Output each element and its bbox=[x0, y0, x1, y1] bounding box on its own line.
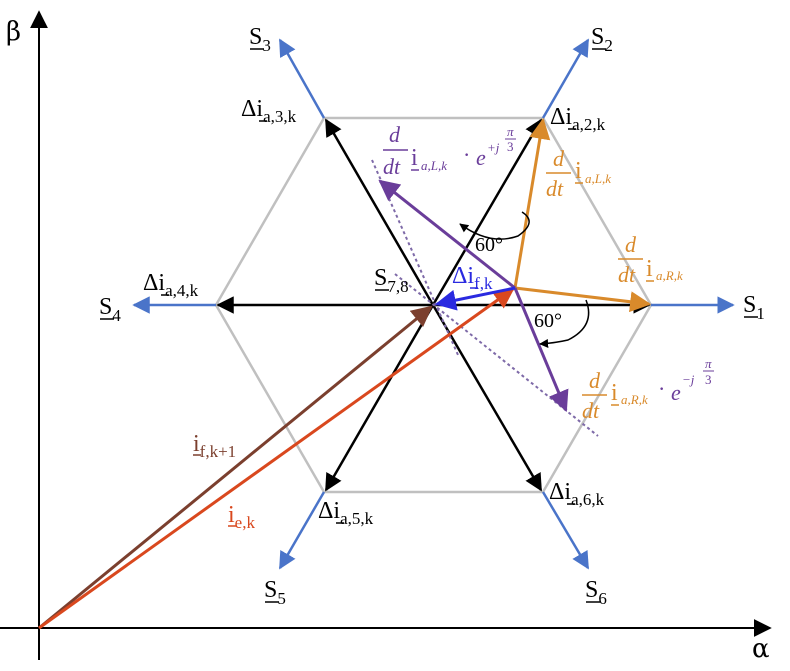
delta-vector-2 bbox=[431, 118, 543, 306]
switch-vector-s2 bbox=[541, 38, 590, 119]
switch-vector-s6 bbox=[541, 491, 590, 570]
label-s4: S4 bbox=[99, 294, 121, 325]
svg-text:d: d bbox=[625, 232, 637, 257]
label-delta-6: Δia,6,k bbox=[549, 479, 605, 509]
svg-text:Δia,6,k: Δia,6,k bbox=[549, 479, 605, 509]
label-i-f-next: if,k+1 bbox=[193, 431, 236, 461]
svg-text:dt: dt bbox=[618, 262, 636, 287]
label-delta-f: Δif,k bbox=[452, 263, 493, 293]
svg-text:d: d bbox=[389, 122, 401, 147]
svg-text:S3: S3 bbox=[249, 24, 271, 55]
svg-text:d: d bbox=[589, 368, 601, 393]
expression-rotated-R: d dt i a,R,k · e −j π 3 bbox=[582, 356, 714, 423]
angle-label-lower: 60° bbox=[534, 310, 562, 332]
switch-vector-s3 bbox=[278, 38, 326, 119]
derivative-vector-L bbox=[513, 117, 551, 289]
svg-text:i: i bbox=[575, 158, 582, 184]
dotted-line-upper bbox=[371, 159, 459, 356]
svg-text:i: i bbox=[611, 380, 618, 406]
alpha-axis-label: α bbox=[752, 634, 770, 664]
svg-text:if,k+1: if,k+1 bbox=[193, 431, 236, 461]
svg-text:dt: dt bbox=[582, 398, 600, 423]
current-vector-i-f-next bbox=[38, 305, 433, 630]
svg-text:e: e bbox=[476, 145, 486, 170]
expression-derivative-R: d dt i a,R,k bbox=[618, 232, 683, 287]
svg-text:S6: S6 bbox=[585, 577, 607, 608]
label-s5: S5 bbox=[264, 577, 286, 608]
svg-text:π: π bbox=[705, 356, 712, 371]
delta-vector-f bbox=[434, 286, 516, 311]
svg-text:S4: S4 bbox=[99, 294, 121, 325]
svg-text:dt: dt bbox=[546, 176, 564, 201]
expression-derivative-L: d dt i a,L,k bbox=[546, 146, 611, 201]
svg-text:a,L,k: a,L,k bbox=[585, 171, 611, 186]
label-delta-5: Δia,5,k bbox=[318, 498, 374, 528]
svg-text:S1: S1 bbox=[743, 292, 765, 323]
label-s2: S2 bbox=[591, 24, 613, 55]
label-i-e: ie,k bbox=[228, 502, 255, 532]
svg-text:i: i bbox=[411, 145, 418, 171]
delta-vector-3 bbox=[324, 118, 435, 306]
label-s3: S3 bbox=[249, 24, 271, 55]
label-s1: S1 bbox=[743, 292, 765, 323]
angle-label-upper: 60° bbox=[475, 234, 503, 256]
svg-text:a,R,k: a,R,k bbox=[621, 392, 648, 407]
delta-vector-5 bbox=[324, 304, 435, 492]
angle-arc-upper bbox=[459, 211, 530, 240]
switch-vector-s5 bbox=[278, 491, 326, 570]
label-delta-4: Δia,4,k bbox=[143, 270, 199, 300]
svg-text:π: π bbox=[507, 124, 514, 139]
svg-text:a,L,k: a,L,k bbox=[421, 158, 447, 173]
rotated-derivative-vector-L bbox=[378, 179, 516, 290]
derivative-vector-R bbox=[514, 286, 652, 313]
svg-text:3: 3 bbox=[705, 372, 712, 387]
svg-text:Δif,k: Δif,k bbox=[452, 263, 493, 293]
label-delta-2: Δia,2,k bbox=[550, 104, 606, 134]
svg-text:S2: S2 bbox=[591, 24, 613, 55]
svg-text:·: · bbox=[463, 142, 470, 167]
svg-text:·: · bbox=[658, 376, 665, 401]
svg-text:Δia,2,k: Δia,2,k bbox=[550, 104, 606, 134]
svg-text:Δia,3,k: Δia,3,k bbox=[241, 96, 297, 126]
svg-text:3: 3 bbox=[507, 139, 514, 154]
svg-text:i: i bbox=[646, 256, 653, 282]
angle-arc-lower bbox=[539, 299, 590, 348]
rotated-derivative-vector-R bbox=[513, 287, 569, 412]
label-s78: S7,8 bbox=[374, 265, 409, 296]
label-delta-3: Δia,3,k bbox=[241, 96, 297, 126]
svg-text:−j: −j bbox=[682, 372, 695, 387]
svg-text:d: d bbox=[553, 146, 565, 171]
svg-text:+j: +j bbox=[487, 140, 500, 155]
expression-rotated-L: d dt i a,L,k · e +j π 3 bbox=[383, 122, 516, 179]
svg-text:S5: S5 bbox=[264, 577, 286, 608]
delta-vector-6 bbox=[431, 304, 543, 492]
beta-axis-label: β bbox=[6, 17, 21, 47]
svg-text:Δia,4,k: Δia,4,k bbox=[143, 270, 199, 300]
label-s6: S6 bbox=[585, 577, 607, 608]
svg-text:a,R,k: a,R,k bbox=[656, 268, 683, 283]
svg-text:e: e bbox=[671, 380, 681, 405]
current-vector-i-e bbox=[38, 287, 515, 630]
svg-text:S7,8: S7,8 bbox=[374, 265, 409, 296]
svg-text:Δia,5,k: Δia,5,k bbox=[318, 498, 374, 528]
svg-text:ie,k: ie,k bbox=[228, 502, 255, 532]
svg-text:dt: dt bbox=[383, 154, 401, 179]
